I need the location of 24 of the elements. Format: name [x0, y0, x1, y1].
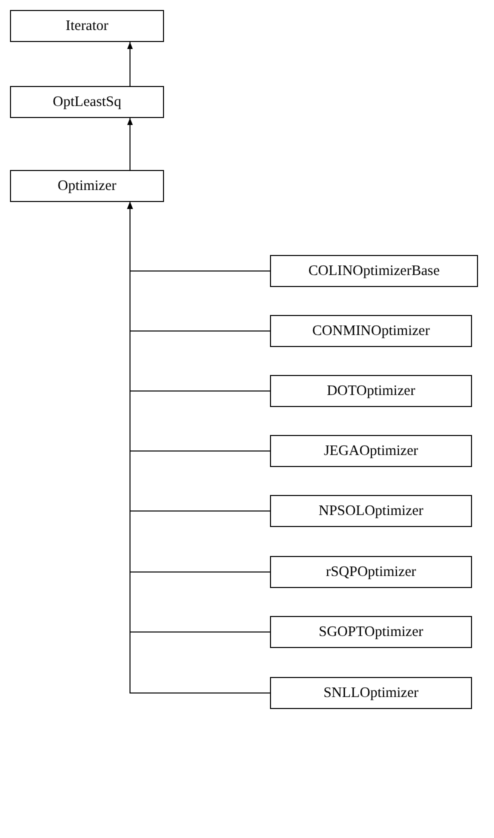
class-name: CONMINOptimizer	[312, 322, 430, 340]
class-name: Optimizer	[58, 178, 116, 194]
class-name: Iterator	[66, 18, 108, 34]
class-name: OptLeastSq	[52, 94, 122, 110]
class-name: rSQPOptimizer	[326, 564, 416, 580]
class-box	[270, 616, 472, 648]
class-box	[270, 556, 472, 588]
class-box	[270, 677, 472, 709]
class-box	[270, 255, 478, 287]
class-name: NPSOLOptimizer	[318, 502, 424, 520]
class-name: COLINOptimizerBase	[308, 262, 440, 280]
class-box	[270, 435, 472, 467]
class-name: DOTOptimizer	[326, 382, 416, 400]
class-name: JEGAOptimizer	[324, 442, 418, 460]
class-box	[270, 315, 472, 347]
class-box	[270, 495, 472, 527]
class-box	[270, 375, 472, 407]
class-box	[10, 170, 164, 202]
class-name: SNLLOptimizer	[323, 684, 419, 702]
class-box	[10, 10, 164, 42]
class-box	[10, 86, 164, 118]
inheritance-arrow	[127, 118, 133, 170]
class-name: SGOPTOptimizer	[318, 624, 424, 640]
inheritance-arrow	[127, 42, 133, 86]
